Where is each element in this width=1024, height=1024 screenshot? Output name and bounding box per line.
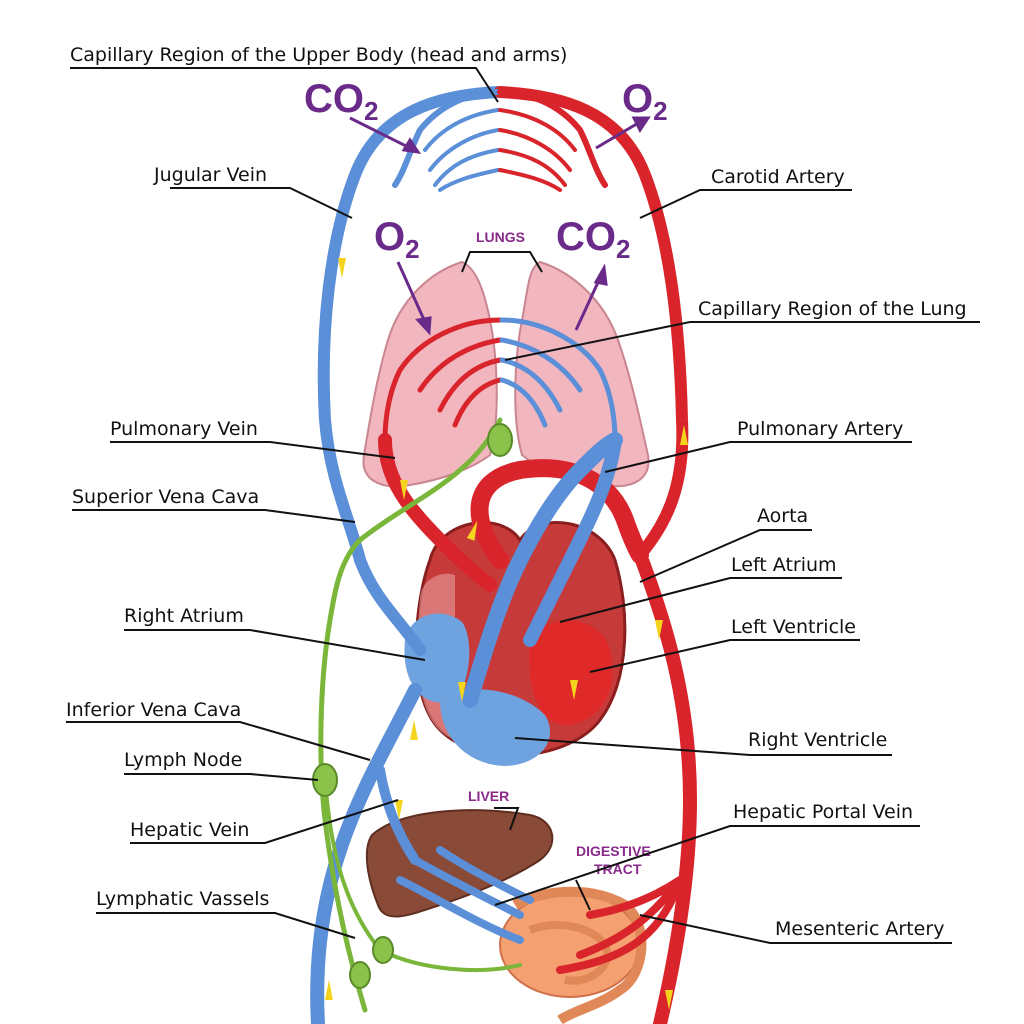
pulmonary-artery	[523, 433, 622, 647]
label-pulmonary-artery: Pulmonary Artery	[737, 418, 903, 440]
label-aorta: Aorta	[757, 505, 808, 527]
co2-lung-right: CO2	[556, 215, 630, 264]
label-pulmonary-vein: Pulmonary Vein	[110, 418, 258, 440]
label-hepatic-portal-vein: Hepatic Portal Vein	[733, 801, 913, 823]
right-atrium-chamber	[404, 613, 470, 703]
left-ventricle-chamber	[529, 620, 613, 726]
gas-arrows	[349, 116, 651, 336]
aortic-arch	[470, 459, 649, 569]
labels: Capillary Region of the Upper Body (head…	[66, 44, 967, 940]
flow-arrows	[325, 258, 688, 1010]
lungs-label-bracket	[461, 251, 543, 273]
pulmonary-trunk	[462, 432, 623, 708]
capillary-region-upper	[392, 89, 608, 192]
jugular-vein	[317, 86, 504, 656]
mesenteric-artery	[556, 876, 684, 974]
label-mesenteric-artery: Mesenteric Artery	[775, 918, 944, 940]
o2-lung-left: O2	[374, 215, 420, 264]
digestive-label-bracket	[575, 879, 591, 911]
hepatic-vein	[375, 765, 420, 865]
inferior-vena-cava	[310, 683, 422, 1024]
label-superior-vena-cava: Superior Vena Cava	[72, 486, 259, 508]
lymph-node-lower-1	[372, 936, 394, 964]
label-lymph-node: Lymph Node	[124, 749, 242, 771]
label-left-atrium: Left Atrium	[731, 554, 837, 576]
lymph-node-lower-2	[349, 961, 371, 989]
capillary-region-lung	[382, 317, 618, 443]
pulmonary-vein	[378, 433, 497, 592]
carotid-artery	[494, 86, 689, 561]
label-jugular-vein: Jugular Vein	[153, 164, 267, 186]
label-hepatic-vein: Hepatic Vein	[130, 819, 249, 841]
lungs-label: LUNGS	[476, 229, 525, 245]
label-right-ventricle: Right Ventricle	[748, 729, 887, 751]
label-carotid-artery: Carotid Artery	[711, 166, 845, 188]
label-left-ventricle: Left Ventricle	[731, 616, 856, 638]
aorta	[633, 548, 698, 1024]
lymphatic-vessels	[312, 417, 522, 1013]
label-capillary-upper: Capillary Region of the Upper Body (head…	[70, 44, 567, 66]
leader-lines	[66, 67, 980, 944]
digestive-label-line2: TRACT	[594, 861, 642, 877]
right-ventricle-chamber	[440, 689, 551, 766]
liver-label: LIVER	[468, 788, 509, 804]
label-lymphatic-vassels: Lymphatic Vassels	[96, 888, 269, 910]
co2-upper-left: CO2	[304, 77, 378, 126]
label-right-atrium: Right Atrium	[124, 605, 244, 627]
digestive-label-line1: DIGESTIVE	[576, 843, 651, 859]
hepatic-portal-vein	[396, 846, 534, 944]
lymph-node-upper	[487, 423, 513, 457]
label-capillary-lung: Capillary Region of the Lung	[698, 298, 967, 320]
liver-label-bracket	[494, 807, 520, 831]
digestive-tract	[499, 886, 647, 1024]
label-inferior-vena-cava: Inferior Vena Cava	[66, 699, 241, 721]
o2-upper-right: O2	[622, 77, 668, 126]
